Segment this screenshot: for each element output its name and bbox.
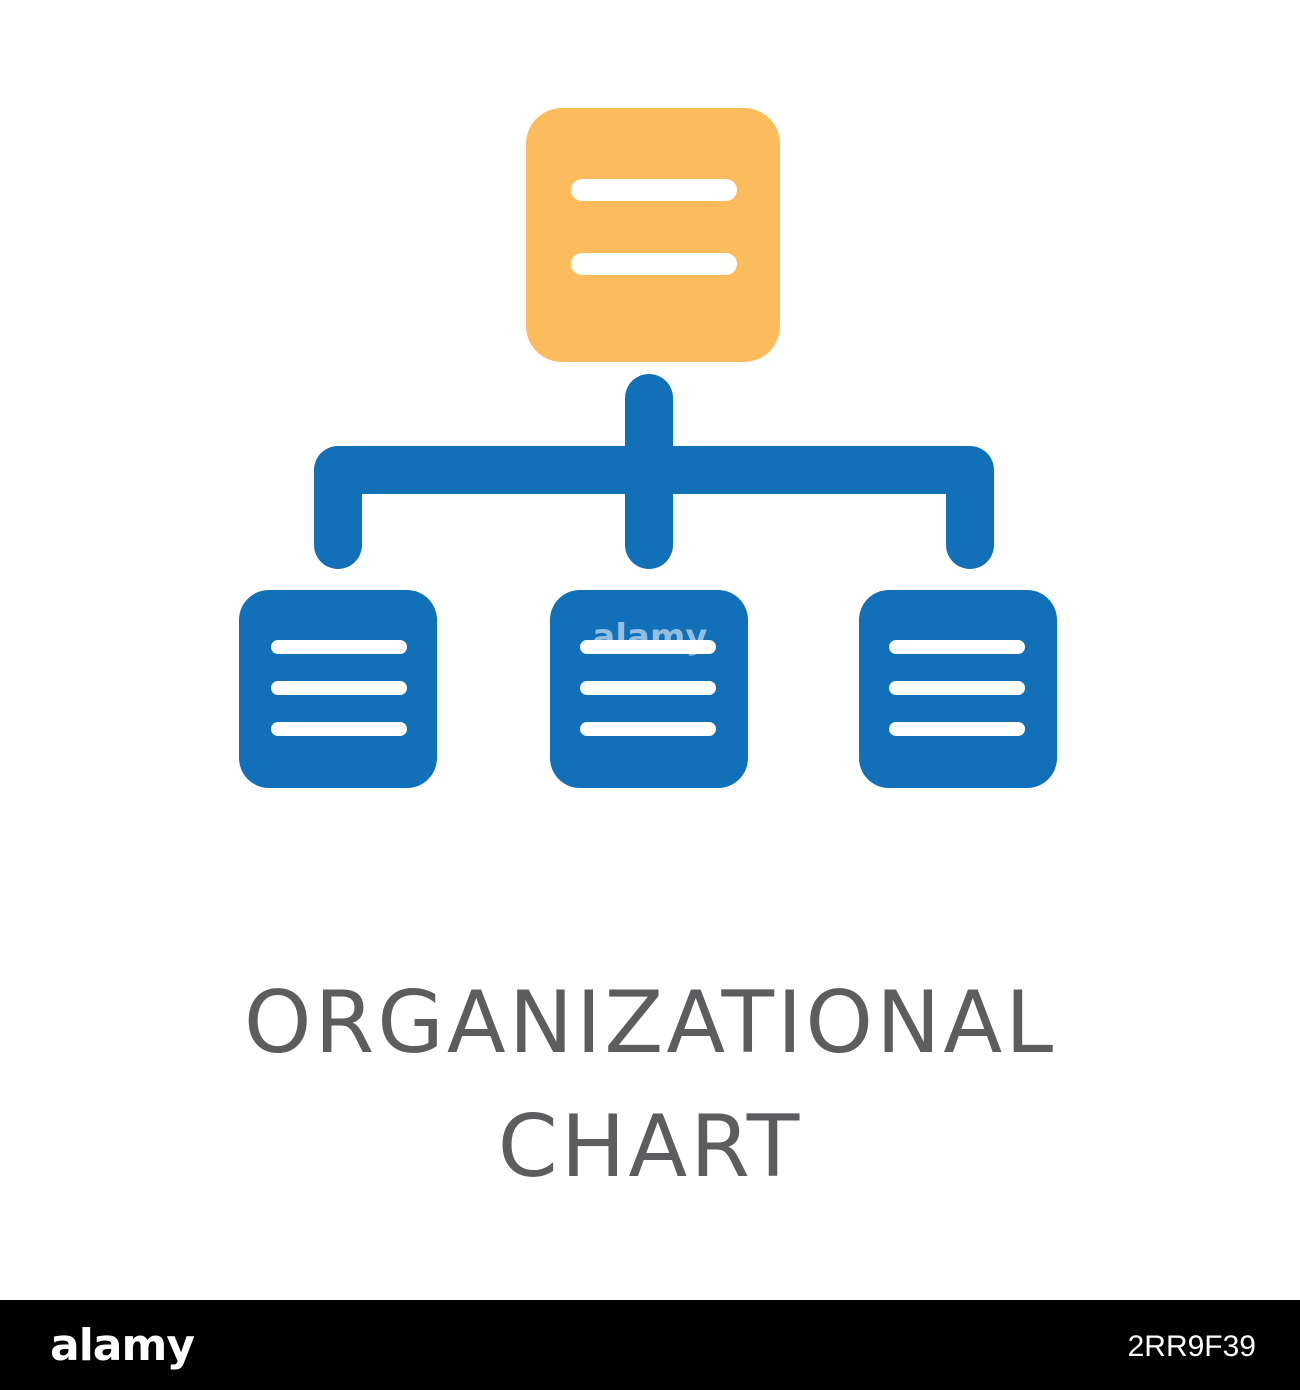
alamy-logo: alamy <box>50 1320 195 1371</box>
root-box-lines <box>571 179 737 275</box>
child-box-middle-lines <box>580 640 716 736</box>
root-box <box>526 108 780 362</box>
title-line-2: CHART <box>497 1097 803 1197</box>
org-chart-icon: alamy <box>239 108 1057 788</box>
child-box-right-lines <box>889 640 1025 736</box>
watermark-text: alamy <box>592 617 707 657</box>
footer-bar: alamy 2RR9F39 <box>0 1300 1300 1390</box>
child-box-left-lines <box>271 640 407 736</box>
title-line-1: ORGANIZATIONAL <box>243 973 1057 1073</box>
image-id: 2RR9F39 <box>1127 1330 1256 1363</box>
connector-lines <box>314 374 994 569</box>
